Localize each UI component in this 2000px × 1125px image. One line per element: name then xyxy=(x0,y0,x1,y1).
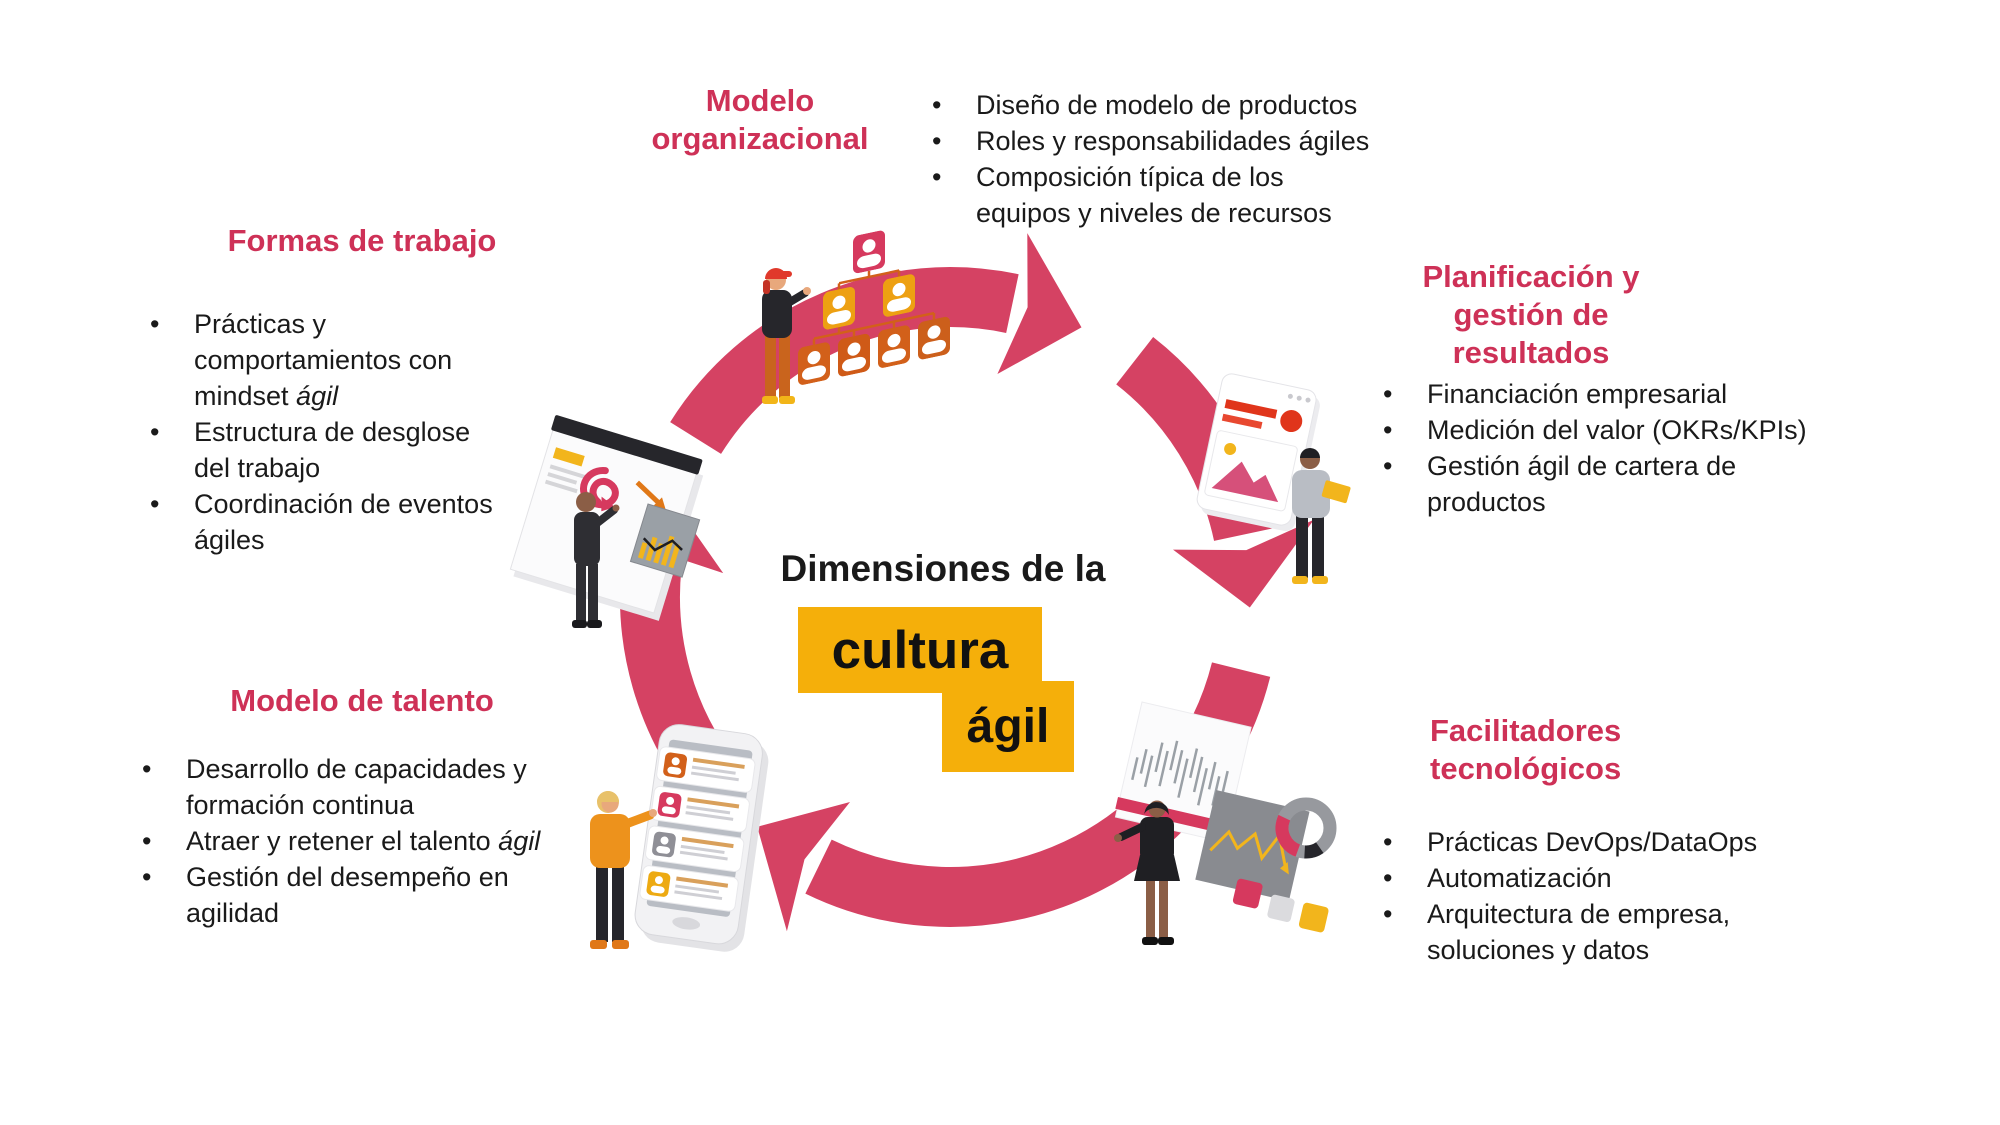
title-line: Formas de trabajo xyxy=(227,223,497,258)
notification-card xyxy=(639,865,739,912)
bullet-item: • Prácticas DevOps/DataOps xyxy=(1383,824,1757,860)
notification-card xyxy=(656,746,756,793)
title-line: tecnológicos xyxy=(1430,751,1622,786)
title-line: Modelo de talento xyxy=(230,683,494,718)
bullet-dot: • xyxy=(1383,899,1393,929)
bullet-item: • Financiación empresarial xyxy=(1383,376,1807,412)
center-highlight-agil: ágil xyxy=(942,681,1074,772)
bullet-list-tech-enablers: • Prácticas DevOps/DataOps • Automatización… xyxy=(1383,824,1757,968)
bullet-text: Diseño de modelo de productos xyxy=(976,90,1358,120)
org-card-mid-right xyxy=(883,273,915,318)
bullet-dot: • xyxy=(142,754,152,784)
center-title-intro: Dimensiones de la xyxy=(780,548,1106,589)
bullet-item: • Roles y responsabilidades ágiles xyxy=(932,123,1369,159)
notification-card xyxy=(645,825,745,873)
loop-sketch xyxy=(580,467,619,509)
arrowhead-right xyxy=(1173,519,1314,608)
title-line: Modelo xyxy=(705,83,815,118)
bullet-text: Medición del valor (OKRs/KPIs) xyxy=(1427,415,1807,445)
smartphone-icon xyxy=(634,724,769,952)
bullet-dot: • xyxy=(1383,379,1393,409)
bullet-text: Arquitectura de empresa,soluciones y dat… xyxy=(1427,899,1731,965)
bullet-item: • Automatización xyxy=(1383,860,1757,896)
bullet-item: • Arquitectura de empresa,soluciones y da… xyxy=(1383,896,1757,968)
arrowhead-bottom xyxy=(757,802,850,932)
org-card-bottom-4 xyxy=(918,315,950,361)
section-title-ways-of-working: Formas de trabajo xyxy=(212,222,512,260)
center-highlight-cultura: cultura xyxy=(798,607,1042,693)
bullet-item: • Medición del valor (OKRs/KPIs) xyxy=(1383,412,1807,448)
org-card-top xyxy=(853,229,885,275)
presenter-woman-bottom-right xyxy=(1114,800,1180,945)
bullet-text: Prácticas DevOps/DataOps xyxy=(1427,827,1758,857)
org-card-bottom-3 xyxy=(878,324,910,369)
bullet-dot: • xyxy=(1383,827,1393,857)
org-card-bottom-2 xyxy=(838,332,870,378)
browser-window-icon xyxy=(1196,373,1320,532)
notification-card xyxy=(650,785,750,833)
bullet-dot: • xyxy=(932,162,942,192)
person-bottom-left xyxy=(590,791,657,949)
bullet-dot: • xyxy=(142,862,152,892)
chart-panel-icon xyxy=(629,503,701,578)
org-chart-icon xyxy=(798,229,950,386)
bullet-item: • Diseño de modelo de productos xyxy=(932,87,1369,123)
person-right xyxy=(1292,448,1351,584)
org-card-mid-left xyxy=(823,285,855,331)
title-line: gestión de resultados xyxy=(1452,297,1610,370)
presenter-person-left xyxy=(572,492,620,628)
presenter-woman-top xyxy=(762,268,811,404)
bullet-dot: • xyxy=(150,309,160,339)
bullet-item: • Atraer y retener el talento ágil xyxy=(142,823,540,859)
title-line: Facilitadores xyxy=(1430,713,1622,748)
bullet-dot: • xyxy=(1383,451,1393,481)
section-title-talent: Modelo de talento xyxy=(212,682,512,720)
bullet-text: Automatización xyxy=(1427,863,1612,893)
title-line: organizacional xyxy=(651,121,869,156)
bullet-dot: • xyxy=(1383,863,1393,893)
arrowhead-top xyxy=(997,233,1082,374)
bullet-dot: • xyxy=(932,90,942,120)
bullet-text: Financiación empresarial xyxy=(1427,379,1728,409)
title-line: Planificación y xyxy=(1422,259,1640,294)
bullet-list-planning: • Financiación empresarial • Medición del v… xyxy=(1383,376,1807,520)
bullet-dot: • xyxy=(932,126,942,156)
bullet-list-organizational: • Diseño de modelo de productos • Roles y r… xyxy=(932,87,1369,231)
bullet-text: Atraer y retener el talento ágil xyxy=(186,826,541,856)
org-card-bottom-1 xyxy=(798,341,830,386)
donut-chart-icon xyxy=(1275,797,1337,859)
bullet-dot: • xyxy=(150,489,160,519)
bullet-dot: • xyxy=(1383,415,1393,445)
bullet-dot: • xyxy=(142,826,152,856)
bullet-text: Roles y responsabilidades ágiles xyxy=(976,126,1370,156)
bullet-dot: • xyxy=(150,417,160,447)
